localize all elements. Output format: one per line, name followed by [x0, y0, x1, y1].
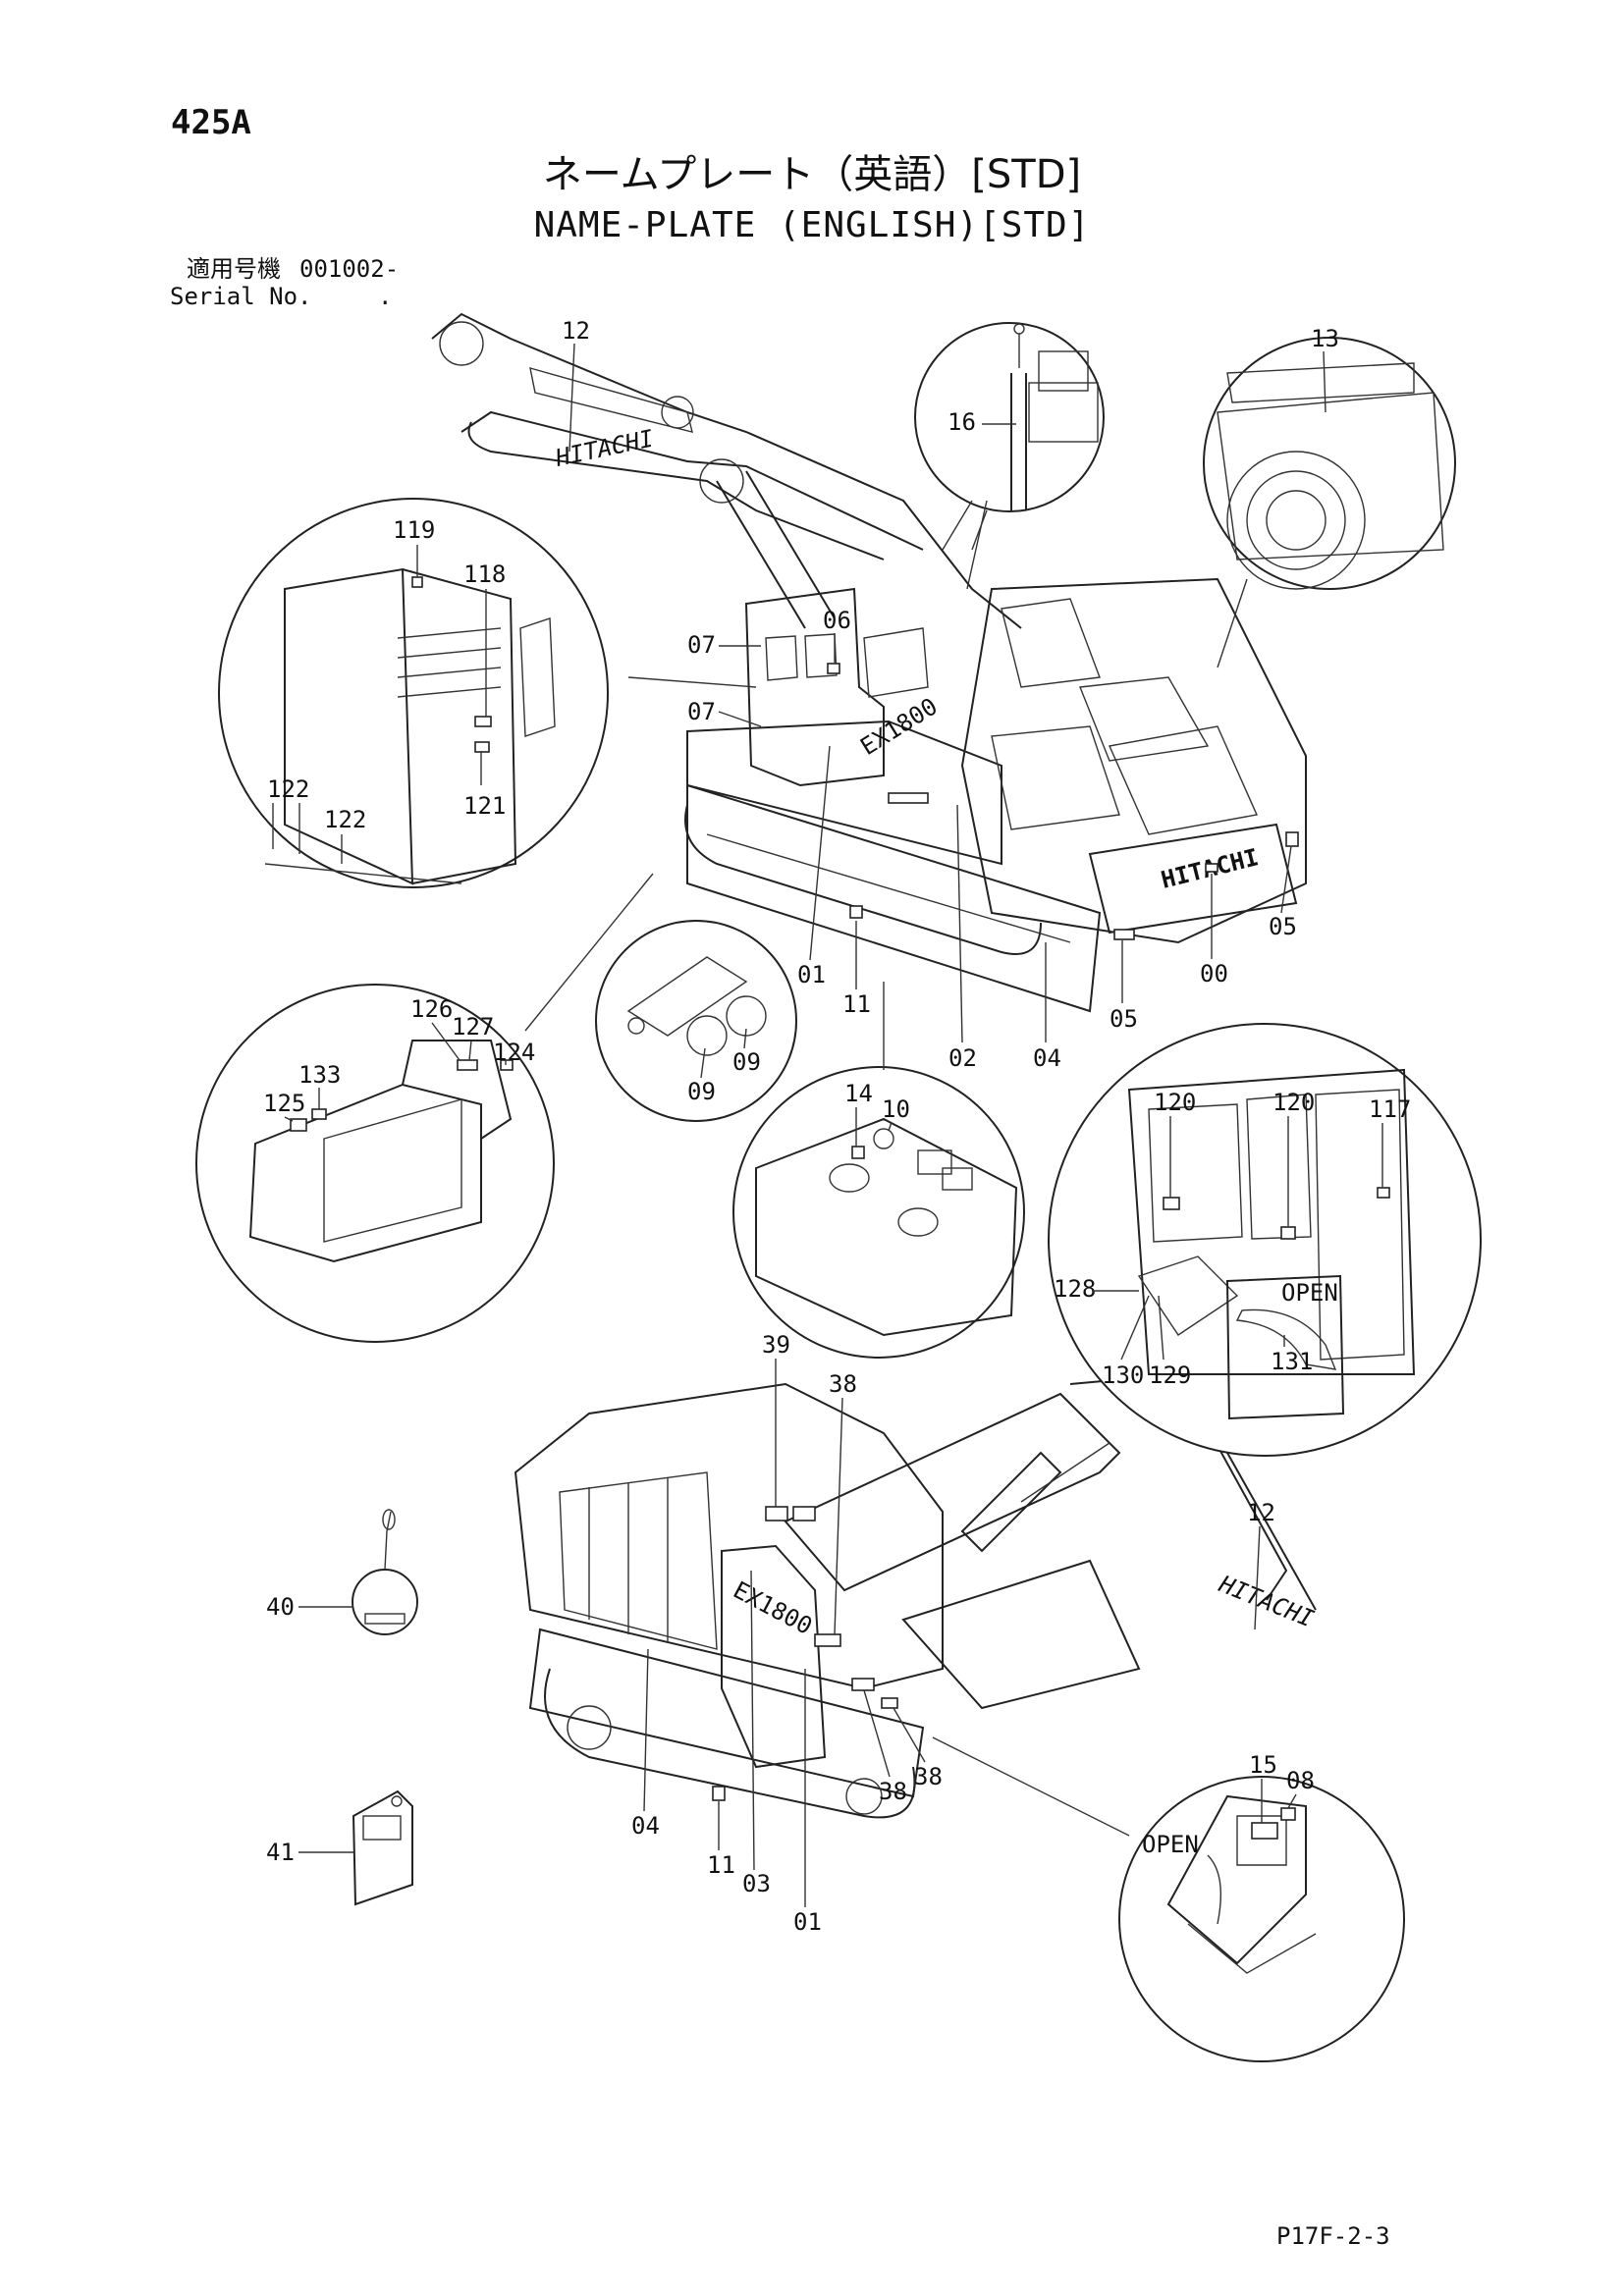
nameplate-39-b	[792, 1506, 816, 1522]
nameplate-120-b	[1280, 1226, 1296, 1240]
callout-121: 121	[463, 792, 506, 820]
page-number: 425A	[171, 103, 251, 142]
nameplate-126-127	[457, 1059, 478, 1071]
detail-hydraulic-valve	[914, 322, 1105, 590]
serial-number-value-english: .	[378, 283, 393, 310]
callout-05-b: 05	[1269, 913, 1297, 940]
detail-hydraulic-tank	[732, 982, 1025, 1359]
nameplate-38-c	[881, 1697, 898, 1709]
callout-120-a: 120	[1154, 1089, 1196, 1116]
nameplate-00	[1205, 863, 1218, 873]
serial-label-japanese: 適用号機	[187, 255, 281, 283]
nameplate-133	[311, 1108, 327, 1120]
callout-124: 124	[493, 1039, 535, 1066]
callout-40: 40	[266, 1593, 295, 1621]
callout-labels: 12 13 16 119 118 07 06 07 122 122 121 01…	[263, 317, 1411, 1936]
callout-09-b: 09	[732, 1048, 761, 1076]
nameplate-14	[851, 1146, 865, 1159]
callout-11-a: 11	[842, 990, 871, 1018]
nameplate-05-a	[1113, 929, 1135, 940]
nameplate-38-b	[851, 1678, 875, 1691]
detail-switch-box	[595, 920, 797, 1122]
nameplate-02	[888, 792, 929, 804]
callout-11-b: 11	[707, 1851, 735, 1879]
callout-126: 126	[410, 995, 453, 1023]
nameplate-11-a	[849, 905, 863, 919]
callout-38-c: 38	[914, 1763, 943, 1790]
nameplate-119	[411, 576, 423, 588]
nameplate-15	[1251, 1822, 1278, 1840]
nameplate-125	[290, 1118, 307, 1132]
nameplate-39-a	[765, 1506, 788, 1522]
callout-128: 128	[1054, 1275, 1096, 1303]
detail-radiator-fan	[1203, 337, 1456, 668]
nameplate-05-b	[1285, 831, 1299, 847]
nameplate-11-b	[712, 1786, 726, 1801]
nameplate-120-a	[1163, 1197, 1180, 1210]
nameplate-118	[474, 716, 492, 727]
callout-15: 15	[1249, 1751, 1277, 1779]
callout-01-b: 01	[793, 1908, 822, 1936]
model-marking-side: EX1800	[855, 692, 942, 761]
callout-130: 130	[1102, 1362, 1144, 1389]
key-tag-40	[352, 1509, 418, 1635]
callout-131: 131	[1271, 1348, 1313, 1375]
callout-07-b: 07	[687, 698, 716, 725]
callout-06: 06	[823, 607, 851, 634]
callout-01-a: 01	[797, 961, 826, 988]
detail-access-step: OPEN	[932, 1736, 1405, 2062]
detail-open-label-cab: OPEN	[1281, 1279, 1338, 1307]
callout-02: 02	[948, 1044, 977, 1072]
nameplate-10	[873, 1128, 894, 1149]
callout-14: 14	[844, 1080, 873, 1107]
callout-08: 08	[1286, 1767, 1315, 1794]
callout-38-a: 38	[829, 1370, 857, 1398]
nameplate-08	[1280, 1807, 1296, 1821]
callout-00: 00	[1200, 960, 1228, 988]
callout-04-a: 04	[1033, 1044, 1061, 1072]
brand-marking-front-boom: HITACHI	[1215, 1570, 1318, 1632]
detail-cab-door: OPEN	[1020, 1023, 1482, 1503]
detail-seat-console	[195, 873, 654, 1343]
nameplate-38-a	[814, 1633, 841, 1647]
callout-38-b: 38	[879, 1778, 907, 1805]
title-japanese: ネームプレート（英語）[STD]	[542, 152, 1082, 197]
figure-reference: P17F-2-3	[1276, 2222, 1390, 2250]
nameplate-06	[827, 663, 840, 674]
callout-118: 118	[463, 561, 506, 588]
nameplate-121	[474, 741, 490, 753]
callout-13: 13	[1311, 325, 1339, 352]
model-marking-front: EX1800	[729, 1576, 817, 1640]
callout-09-a: 09	[687, 1078, 716, 1105]
callout-16: 16	[947, 408, 976, 436]
callout-133: 133	[298, 1061, 341, 1089]
serial-label-english: Serial No.	[170, 283, 312, 310]
callout-12-upper: 12	[562, 317, 590, 345]
callout-120-b: 120	[1272, 1089, 1315, 1116]
callout-39: 39	[762, 1331, 790, 1359]
callout-117: 117	[1369, 1095, 1411, 1123]
callout-03: 03	[742, 1870, 771, 1897]
callout-10: 10	[882, 1095, 910, 1123]
callout-05-a: 05	[1110, 1005, 1138, 1033]
detail-open-label-step: OPEN	[1142, 1831, 1199, 1858]
callout-129: 129	[1149, 1362, 1191, 1389]
callout-122-b: 122	[324, 806, 366, 833]
callout-12-lower: 12	[1247, 1499, 1275, 1526]
title-english: NAME-PLATE (ENGLISH)[STD]	[533, 205, 1091, 245]
callout-41: 41	[266, 1839, 295, 1866]
detail-cab-interior	[218, 498, 757, 888]
callout-125: 125	[263, 1090, 305, 1117]
callout-127: 127	[452, 1013, 494, 1041]
callout-07-a: 07	[687, 631, 716, 659]
nameplate-124	[500, 1059, 514, 1071]
caution-tag-41	[352, 1789, 413, 1906]
nameplate-117	[1377, 1187, 1390, 1199]
serial-number-value: 001002-	[299, 255, 400, 283]
callout-04-b: 04	[631, 1812, 660, 1840]
callout-119: 119	[393, 516, 435, 544]
callout-122-a: 122	[267, 775, 309, 803]
